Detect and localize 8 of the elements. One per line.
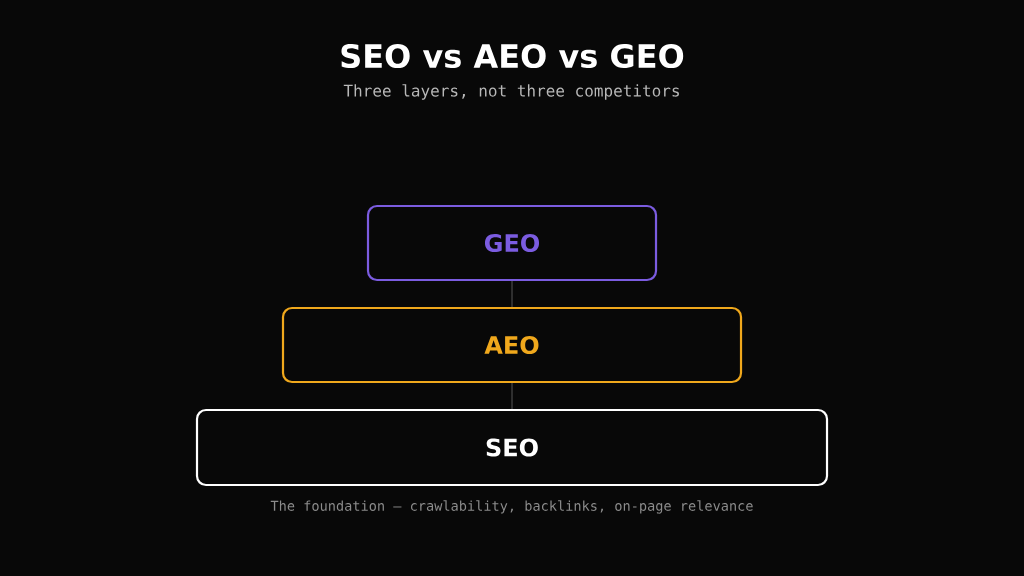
subtitle-text: Three layers, not three competitors <box>343 84 679 100</box>
connector-line <box>511 280 513 308</box>
title-text: SEO vs AEO vs GEO <box>341 43 684 69</box>
layer-box: GEO <box>366 204 658 282</box>
caption-text: The foundation — crawlability, backlinks, on-page relevance <box>270 500 753 514</box>
connector-line <box>511 382 513 410</box>
layer-box: SEO <box>195 408 829 487</box>
layer-box: AEO <box>281 306 743 384</box>
